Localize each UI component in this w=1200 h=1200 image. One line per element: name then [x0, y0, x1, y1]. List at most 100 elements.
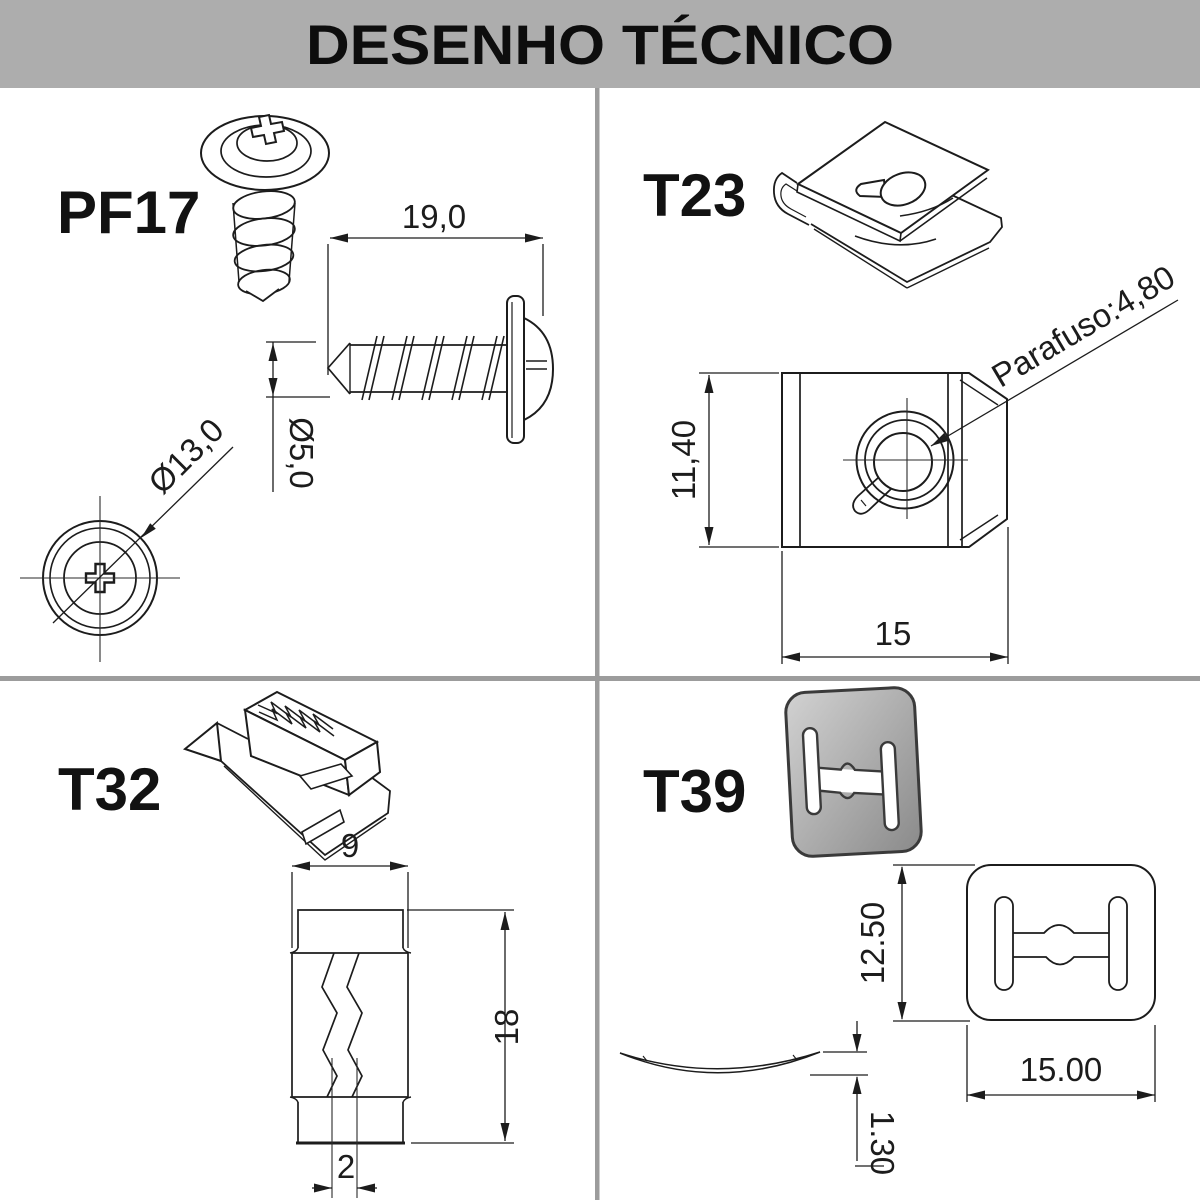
keyhole-ball-3d: [879, 171, 927, 207]
arrowhead: [1137, 1090, 1155, 1100]
t23-clip-3d-view: [773, 120, 1003, 289]
thread-crest: [481, 335, 505, 401]
arrowhead: [141, 523, 156, 538]
h-slot-crossbar-top: [818, 762, 883, 773]
base-outline: [220, 760, 391, 857]
base-thickness: [223, 765, 387, 861]
header-background: [0, 0, 1200, 88]
thread-crest: [361, 335, 385, 401]
thread-crests: [361, 335, 505, 401]
screw-hole-circle: [873, 432, 933, 492]
top-plate-thickness: [796, 177, 988, 243]
page-title: DESENHO TÉCNICO: [306, 13, 894, 76]
top-block: [297, 909, 404, 948]
thread-crest: [391, 335, 415, 401]
left-fold-lip: [773, 171, 810, 226]
h-slot-left: [801, 726, 822, 816]
pf17-shank-diameter-dimension: Ø5,0: [266, 341, 330, 492]
t32-slot-dimension: 2: [312, 1148, 377, 1193]
dim-text-width: 15.00: [1020, 1051, 1103, 1088]
dim-text-thickness: 1.30: [864, 1111, 901, 1175]
arrowhead: [500, 1123, 510, 1141]
thread-crest: [451, 335, 475, 401]
h-slot-crossbar-bottom: [1013, 956, 1110, 966]
h-slot-left: [994, 896, 1014, 991]
thread-crest: [421, 335, 445, 401]
zigzag-line: [346, 952, 363, 1098]
dim-text-width: 15: [875, 615, 912, 652]
h-slot-crossbar-fill: [818, 767, 884, 795]
part-label-t39: T39: [643, 758, 746, 825]
screw-tip-3d: [245, 288, 280, 303]
t23-front-view: [781, 372, 1008, 548]
pf17-screw-3d-view: [200, 113, 330, 303]
phillips-recess-3d: [249, 113, 286, 146]
zigzag-slot-edge: [258, 708, 335, 737]
body-outline: [291, 952, 409, 1098]
front-tab: [298, 763, 354, 790]
t32-clip-3d-view: [182, 690, 391, 861]
dim-text-length: 19,0: [402, 198, 466, 235]
t39-height-dimension: 12.50: [854, 864, 975, 1022]
arrowhead: [852, 1034, 862, 1052]
arrowhead: [268, 343, 278, 361]
pf17-head-top-view: Ø13,0: [20, 411, 234, 662]
bottom-flare: [289, 1096, 412, 1103]
h-slot-right: [1108, 896, 1128, 991]
vertical-divider: [595, 88, 600, 1200]
leader-line: [930, 299, 1179, 447]
base-slot: [301, 808, 345, 846]
t32-height-dimension: 18: [407, 909, 525, 1144]
dim-text-slot: 2: [337, 1148, 355, 1185]
t23-height-dimension: 11,40: [665, 372, 779, 548]
arrowhead: [704, 527, 714, 545]
h-slot-crossbar-bottom: [819, 789, 884, 800]
spring-curve-lower: [854, 235, 937, 246]
t39-clip-3d-view: [784, 686, 923, 858]
zigzag-line: [321, 952, 338, 1098]
arrowhead: [330, 233, 348, 243]
keyhole-tab-notch: [860, 499, 867, 507]
horizontal-divider: [0, 676, 1200, 681]
zigzag-slot-edge: [257, 701, 334, 730]
thread-coil: [233, 243, 295, 273]
t23-width-dimension: 15: [781, 527, 1009, 664]
bottom-block-sides: [297, 1102, 404, 1143]
part-label-t32: T32: [58, 756, 161, 823]
t39-front-view: [966, 864, 1156, 1021]
arrowhead: [931, 432, 949, 446]
keyhole-tab: [852, 476, 892, 515]
spring-curve: [899, 197, 954, 217]
screw-tip-side: [326, 342, 351, 395]
phillips-slot-side: [526, 360, 547, 370]
arrowhead: [292, 861, 310, 871]
dim-text-shank-diameter: Ø5,0: [283, 417, 320, 489]
t39-thickness-dimension: 1.30: [810, 1021, 901, 1175]
h-slot-right: [879, 740, 900, 832]
dim-text-height: 18: [488, 1009, 525, 1046]
blade-notches: [642, 1054, 798, 1062]
shank-edge-right: [288, 202, 296, 283]
arrowhead: [967, 1090, 985, 1100]
t32-width-dimension: 9: [291, 827, 409, 948]
quadrant-t23: T23: [643, 120, 1181, 664]
shank-edge-left: [232, 202, 240, 283]
t39-width-dimension: 15.00: [966, 1025, 1156, 1102]
arrowhead: [390, 861, 408, 871]
channel-right-face: [343, 740, 382, 797]
header-bar: DESENHO TÉCNICO: [0, 0, 1200, 88]
t39-side-profile: [619, 1051, 821, 1074]
plate-outline: [966, 864, 1156, 1021]
dim-text-height: 12.50: [854, 902, 891, 985]
arrowhead: [525, 233, 543, 243]
arrowhead: [500, 912, 510, 930]
part-label-pf17: PF17: [57, 179, 200, 246]
thread-coil: [232, 190, 296, 220]
dim-text-width: 9: [341, 827, 359, 864]
pf17-length-dimension: 19,0: [327, 198, 544, 375]
quadrant-dividers: [0, 88, 1200, 1200]
quadrant-t32: T32: [58, 690, 525, 1198]
arrowhead: [314, 1183, 332, 1193]
